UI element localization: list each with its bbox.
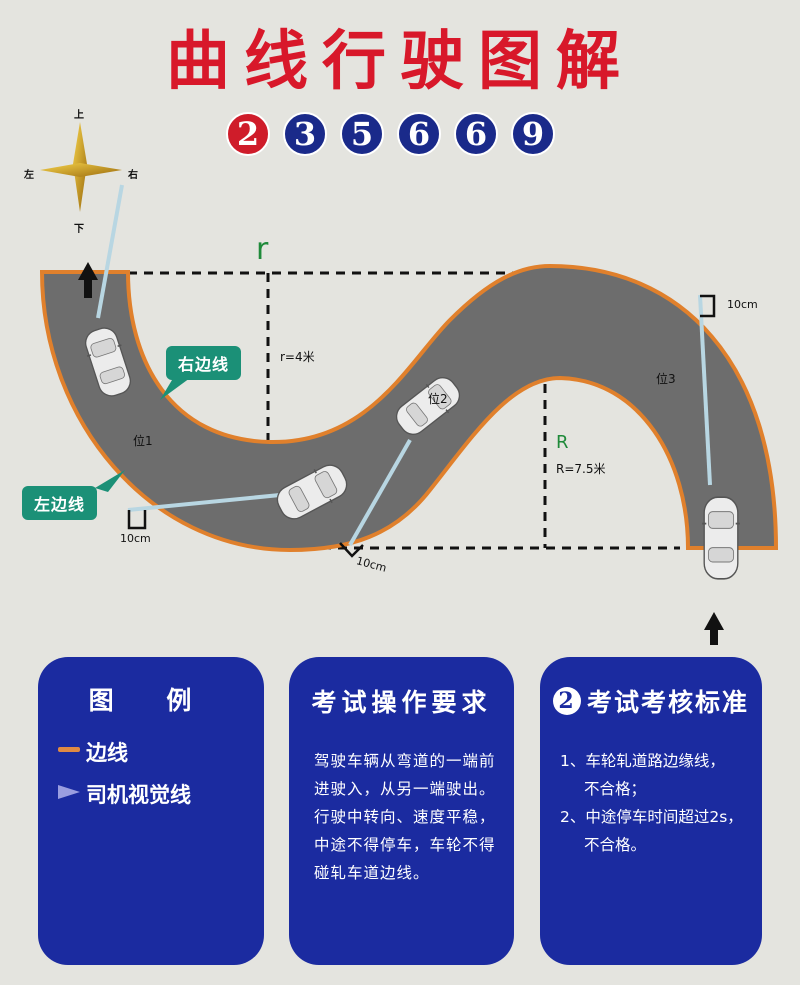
badge-subject-2: 5 bbox=[340, 112, 384, 156]
legend-label-edge: 边线 bbox=[86, 741, 128, 765]
large-radius-value: R=7.5米 bbox=[556, 462, 606, 476]
sight-triangle-icon bbox=[58, 785, 80, 799]
legend-label-sight: 司机视觉线 bbox=[86, 783, 191, 807]
exit-arrow-icon bbox=[78, 262, 98, 298]
guide-lines bbox=[128, 271, 680, 550]
distance-right: 10cm bbox=[727, 298, 758, 311]
legend-item-sight: 司机视觉线 bbox=[58, 779, 191, 809]
legend-item-edge: 边线 bbox=[58, 737, 128, 767]
tag-tail-left bbox=[95, 470, 125, 492]
position-3-label: 位3 bbox=[656, 372, 676, 386]
standards-title: 考试考核标准 bbox=[586, 688, 749, 717]
compass-left: 左 bbox=[24, 170, 34, 181]
standards-item-sub: 不合格； bbox=[584, 780, 647, 798]
requirements-panel: 考试操作要求 驾驶车辆从弯道的一端前进驶入，从另一端驶出。行驶中转向、速度平稳，… bbox=[289, 657, 514, 965]
small-radius-value: r=4米 bbox=[280, 350, 315, 364]
standards-item-main: 2、中途停车时间超过2s， bbox=[560, 808, 743, 826]
standards-list: 1、车轮轧道路边缘线， 不合格； 2、中途停车时间超过2s， 不合格。 bbox=[560, 747, 762, 859]
car-position-3 bbox=[701, 496, 741, 580]
badge-subject-1: 3 bbox=[283, 112, 327, 156]
orange-line-icon bbox=[58, 747, 80, 752]
position-2-label: 位2 bbox=[428, 392, 448, 406]
compass-right: 右 bbox=[128, 170, 138, 181]
standards-item-main: 1、车轮轧道路边缘线， bbox=[560, 752, 725, 770]
standards-panel: 2 考试考核标准 1、车轮轧道路边缘线， 不合格； 2、中途停车时间超过2s， 不合… bbox=[540, 657, 762, 965]
badge-subject-3: 6 bbox=[397, 112, 441, 156]
standards-item: 2、中途停车时间超过2s， 不合格。 bbox=[560, 803, 762, 859]
sight-lines bbox=[96, 184, 712, 546]
distance-left: 10cm bbox=[120, 532, 151, 545]
large-radius-letter: R bbox=[556, 432, 569, 453]
right-edge-tag: 右边线 bbox=[166, 346, 242, 380]
page-title: 曲线行驶图解 bbox=[166, 25, 634, 99]
small-radius-letter: r bbox=[256, 232, 269, 267]
subject-badges: 2 3 5 6 6 9 bbox=[226, 112, 555, 156]
legend-panel: 图 例 边线 司机视觉线 bbox=[38, 657, 264, 965]
entry-arrow-icon bbox=[704, 612, 724, 645]
legend-title: 图 例 bbox=[88, 686, 214, 715]
badge-subject-5: 9 bbox=[511, 112, 555, 156]
standards-item-sub: 不合格。 bbox=[584, 836, 647, 854]
compass-down: 下 bbox=[74, 224, 84, 235]
position-1-label: 位1 bbox=[133, 434, 153, 448]
distance-brackets bbox=[127, 294, 716, 558]
compass-star-icon bbox=[40, 122, 122, 212]
standards-header: 2 考试考核标准 bbox=[540, 683, 762, 719]
standards-item: 1、车轮轧道路边缘线， 不合格； bbox=[560, 747, 762, 803]
left-edge-tag: 左边线 bbox=[22, 486, 98, 520]
badge-subject-0: 2 bbox=[226, 112, 270, 156]
badge-subject-4: 6 bbox=[454, 112, 498, 156]
standards-badge: 2 bbox=[552, 687, 581, 715]
requirements-title: 考试操作要求 bbox=[311, 688, 492, 717]
compass-up: 上 bbox=[74, 110, 84, 121]
tag-tail-right bbox=[160, 375, 190, 400]
requirements-text: 驾驶车辆从弯道的一端前进驶入，从另一端驶出。行驶中转向、速度平稳，中途不得停车，… bbox=[314, 752, 496, 882]
